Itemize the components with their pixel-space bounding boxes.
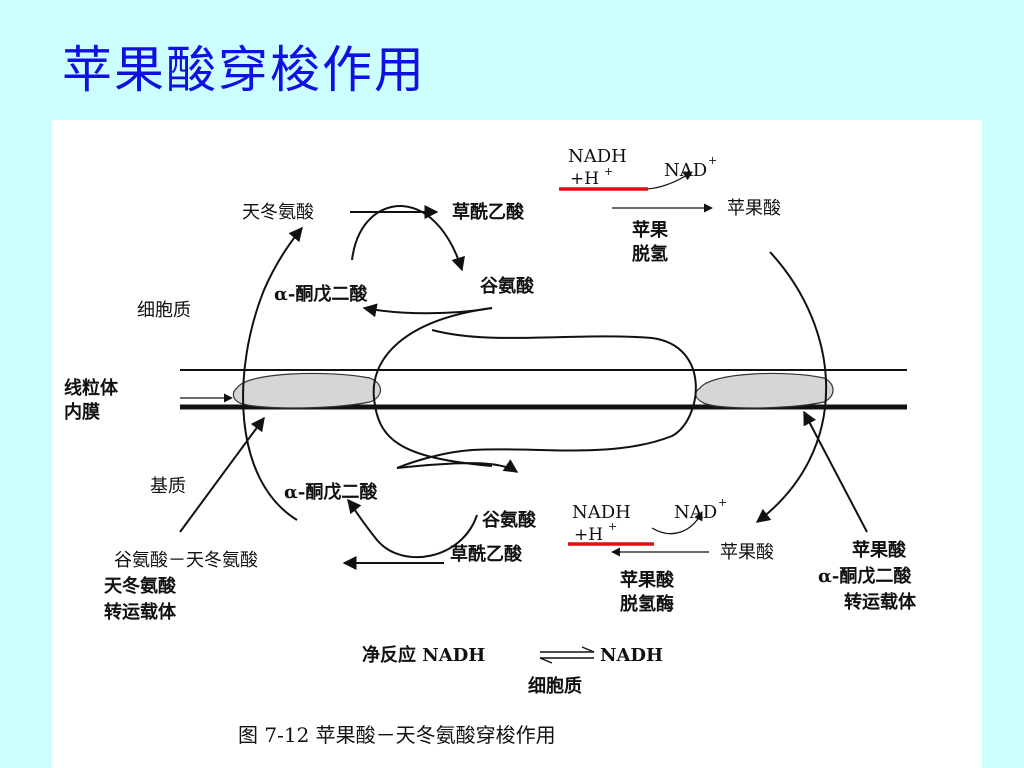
- equilibrium-head-backward: [539, 657, 553, 664]
- arrow-glu-bottom: [396, 459, 519, 473]
- label-oaa-bottom: 草酰乙酸: [450, 543, 523, 565]
- shuttle-diagram: 细胞质 线粒体 内膜 基质 天冬氨酸 草酰乙酸 苹果酸 NADH +H + NA…: [64, 146, 917, 747]
- label-enzyme-bottom-1: 苹果酸: [620, 569, 675, 591]
- label-asp-top: 天冬氨酸: [242, 202, 314, 223]
- curve-nadh-bottom: [651, 511, 703, 535]
- equilibrium-head-forward: [581, 646, 595, 653]
- label-nad-bottom: NAD: [674, 502, 717, 523]
- label-cytosol: 细胞质: [137, 300, 191, 321]
- label-transporter-left-2: 天冬氨酸: [104, 575, 177, 597]
- central-loop-left: [372, 307, 493, 467]
- label-membrane-line2: 内膜: [64, 401, 100, 423]
- label-enzyme-bottom-2: 脱氢酶: [620, 593, 674, 615]
- label-oaa-top: 草酰乙酸: [452, 201, 525, 223]
- label-h-top: +H: [570, 169, 599, 189]
- label-nad-top: NAD: [664, 160, 707, 181]
- label-transporter-right-3: 转运载体: [844, 591, 917, 613]
- label-net-reaction: 净反应 NADH: [362, 644, 485, 666]
- label-nadh-top: NADH: [568, 146, 627, 167]
- label-membrane-line1: 线粒体: [64, 377, 119, 399]
- transporter-right-shape: [695, 372, 834, 409]
- arc-left-outer: [242, 226, 303, 521]
- label-h-bottom: +H: [574, 525, 603, 545]
- label-transporter-right-1: 苹果酸: [852, 539, 907, 561]
- slide-title: 苹果酸穿梭作用: [62, 41, 426, 99]
- transporter-left-shape: [232, 372, 382, 409]
- label-glu-top: 谷氨酸: [480, 275, 535, 297]
- figure-panel: 细胞质 线粒体 内膜 基质 天冬氨酸 草酰乙酸 苹果酸 NADH +H + NA…: [52, 120, 982, 768]
- label-nadh-bottom: NADH: [572, 502, 631, 523]
- label-malate-bottom: 苹果酸: [720, 542, 774, 563]
- label-nad-bottom-plus: +: [718, 496, 727, 509]
- label-h-bottom-plus: +: [608, 520, 617, 533]
- figure-caption: 图 7-12 苹果酸－天冬氨酸穿梭作用: [238, 723, 556, 747]
- arrow-to-aketo-top: [362, 303, 493, 318]
- label-aketo-bottom: α-酮戊二酸: [284, 481, 378, 503]
- label-aketo-top: α-酮戊二酸: [274, 283, 368, 305]
- curve-glu-transamination-top: [351, 204, 465, 272]
- label-transporter-left-3: 转运载体: [104, 601, 177, 623]
- label-transporter-left-1: 谷氨酸－天冬氨酸: [114, 550, 258, 571]
- arc-right-outer: [755, 251, 828, 523]
- label-dehydro-top-1: 苹果: [632, 219, 669, 241]
- arrow-transporter-left: [179, 416, 265, 533]
- label-matrix: 基质: [150, 476, 186, 497]
- label-glu-bottom: 谷氨酸: [482, 509, 537, 531]
- label-net-product: NADH: [600, 645, 663, 666]
- label-transporter-right-2: α-酮戊二酸: [818, 565, 912, 587]
- label-malate-top: 苹果酸: [727, 198, 781, 219]
- label-h-top-plus: +: [604, 165, 613, 178]
- curve-transamination-bottom: [347, 498, 478, 559]
- label-net-sub: 细胞质: [528, 675, 582, 697]
- central-loop-right: [396, 329, 697, 469]
- label-dehydro-top-2: 脱氢: [632, 243, 668, 265]
- arrow-transporter-right: [803, 410, 868, 533]
- label-nad-top-plus: +: [708, 154, 717, 167]
